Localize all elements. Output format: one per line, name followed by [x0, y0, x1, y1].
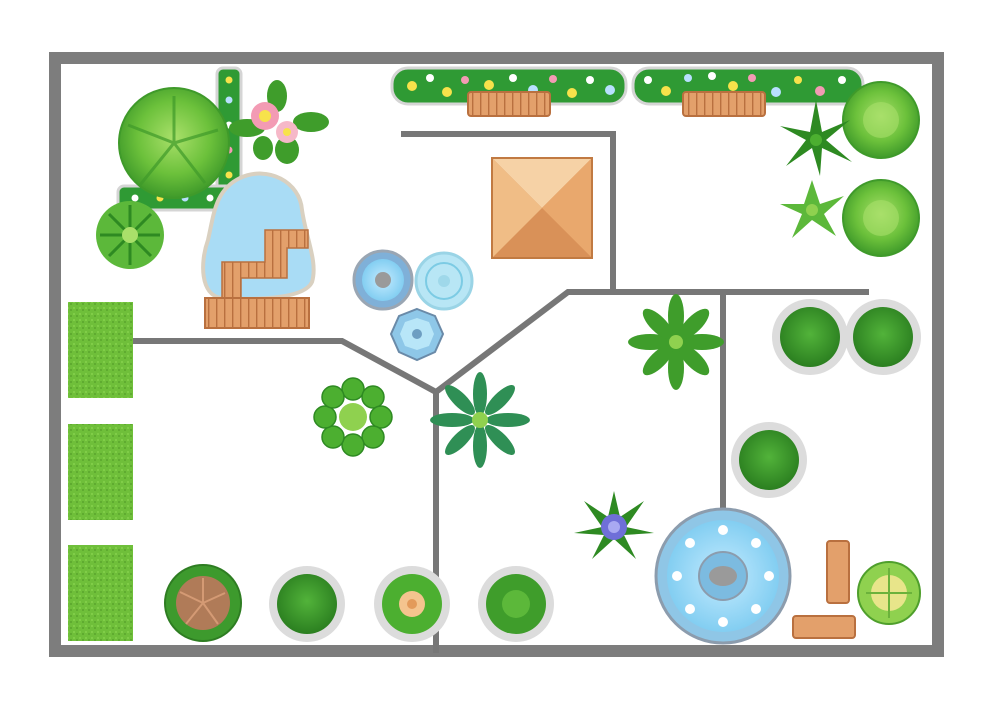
lawn-patch — [68, 424, 133, 520]
palm — [96, 201, 164, 269]
potted-plants — [269, 299, 921, 642]
tree — [118, 87, 230, 199]
bench — [792, 615, 856, 639]
palm — [780, 180, 844, 238]
palms — [96, 100, 852, 559]
thistle-plant — [574, 491, 654, 559]
palm — [780, 100, 852, 176]
pond-area — [201, 171, 316, 329]
tree — [842, 179, 920, 257]
potted-plant — [845, 299, 921, 375]
fountain — [352, 249, 414, 311]
potted-plant — [374, 566, 450, 642]
round-fountain-pool — [654, 507, 792, 645]
fountains — [352, 249, 474, 362]
outer-wall — [49, 52, 944, 657]
bench — [682, 91, 766, 117]
bench — [467, 91, 551, 117]
lawn-patch — [68, 545, 133, 641]
path-top — [401, 131, 616, 295]
lawn-patch — [68, 302, 133, 398]
flowers — [229, 80, 329, 164]
shrub-ring — [313, 377, 393, 457]
garden-paths — [130, 131, 869, 653]
lawn-patches — [68, 302, 133, 641]
path-center — [433, 289, 869, 653]
gazebo — [491, 157, 593, 259]
potted-plant — [269, 566, 345, 642]
wooden-bridge — [221, 229, 309, 301]
palm — [628, 294, 724, 390]
wooden-deck — [204, 297, 310, 329]
potted-plant — [731, 422, 807, 498]
bench — [826, 540, 850, 604]
potted-plant — [478, 566, 554, 642]
trees — [118, 81, 921, 642]
path-left — [130, 338, 441, 397]
potted-plant — [772, 299, 848, 375]
fountain — [414, 251, 474, 311]
palm — [430, 372, 530, 468]
tree — [164, 564, 242, 642]
tree — [857, 561, 921, 625]
tree — [842, 81, 920, 159]
fountain — [389, 307, 445, 362]
benches — [467, 91, 856, 639]
